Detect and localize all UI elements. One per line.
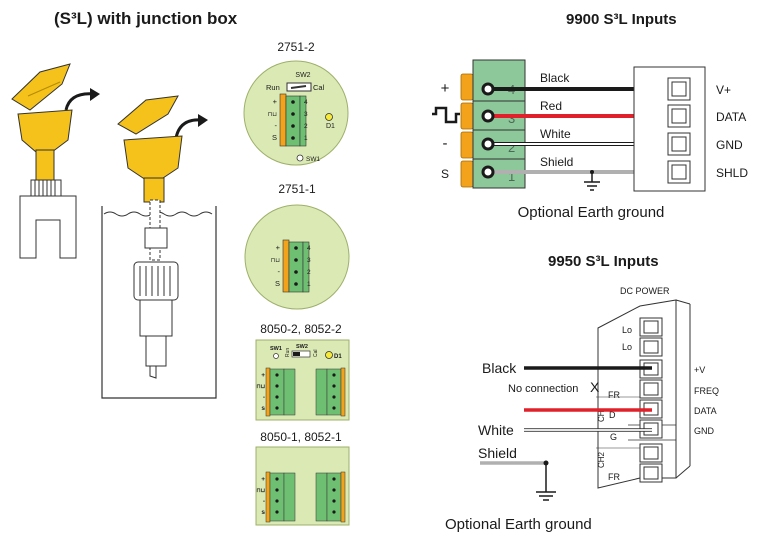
b1-pin-4: 4: [304, 99, 308, 106]
inputs-9900-title: 9900 S³L Inputs: [566, 11, 677, 28]
d1-led: [325, 113, 333, 121]
wire-label-white: White: [540, 127, 571, 141]
b3-cal-label: Cal: [313, 349, 319, 357]
b2-signal-plus: +: [276, 243, 281, 252]
no-connection-x-mark: X: [590, 379, 600, 395]
b3-d1-led: [325, 351, 333, 359]
run-label: Run: [266, 83, 280, 92]
ground-label-9900: Optional Earth ground: [518, 204, 665, 221]
terminal-9950-vplus: +V: [694, 365, 705, 375]
terminal-9950-freq: FREQ: [694, 386, 719, 396]
sw1-label: SW1: [306, 156, 320, 163]
inputs-9950-diagram: 9950 S³L Inputs DC POWER Lo Lo FR D G FR: [445, 253, 719, 533]
b2-pin-3: 3: [307, 257, 311, 264]
b3-sw1-button: [273, 353, 279, 359]
pulse-signal-icon: [432, 106, 460, 124]
board-8050-2-label: 8050-2, 8052-2: [260, 322, 342, 336]
sw2-label: SW2: [295, 72, 310, 79]
board-2751-2-label: 2751-2: [277, 40, 315, 54]
b3-d1-label: D1: [334, 354, 342, 360]
terminal-9950-data: DATA: [694, 406, 717, 416]
b2-signal-pulse: ⊓⊔: [271, 258, 281, 264]
wire-9950-label-white: White: [478, 422, 514, 438]
cal-label: Cal: [313, 83, 325, 92]
earth-ground-icon-9950: [536, 463, 556, 501]
sensor-illustration-tank: [101, 95, 217, 399]
b2-signal-minus: -: [278, 267, 281, 276]
signal-minus: -: [443, 135, 448, 152]
partial-label-lo-2: Lo: [622, 342, 632, 352]
ground-label-9950: Optional Earth ground: [445, 516, 592, 533]
b3-sw2-label: SW2: [296, 344, 308, 350]
b3-sw2-switch: [291, 350, 311, 358]
board-2751-2: 2751-2 SW2 Run Cal 4 3 2 1 + ⊓⊔ - S D1 S…: [243, 40, 349, 166]
board-2751-1-label: 2751-1: [278, 182, 316, 196]
terminal-9950-gnd: GND: [694, 426, 715, 436]
dc-power-label: DC POWER: [620, 286, 670, 296]
pin-2: 2: [508, 140, 515, 155]
b3-signal-pulse: ⊓⊔: [256, 384, 265, 390]
no-connection-label: No connection: [508, 383, 578, 395]
pin-3: 3: [508, 111, 515, 126]
wire-9950-label-shield: Shield: [478, 445, 517, 461]
b3-signal-minus: -: [263, 394, 265, 401]
b1-signal-s: S: [272, 133, 277, 142]
b2-signal-s: S: [275, 279, 280, 288]
board-8050-2-8052-2: 8050-2, 8052-2 SW1 SW2 Run Cal D1 + ⊓⊔ -…: [255, 322, 350, 421]
ch-label: CH: [597, 410, 606, 422]
b4-signal-s: s: [261, 509, 265, 516]
partial-label-fr-2: FR: [608, 472, 620, 482]
b3-signal-plus: +: [261, 372, 265, 379]
wire-label-shield: Shield: [540, 155, 573, 169]
b3-signal-s: s: [261, 405, 265, 412]
terminal-shld: SHLD: [716, 166, 748, 180]
terminal-data: DATA: [716, 110, 746, 124]
inputs-9950-title: 9950 S³L Inputs: [548, 253, 659, 270]
green-terminal-block: [472, 59, 526, 189]
b4-signal-plus: +: [261, 476, 265, 483]
b2-pin-2: 2: [307, 269, 311, 276]
b2-pin-1: 1: [307, 281, 311, 288]
pin-1: 1: [508, 169, 515, 184]
sw1-button: [296, 154, 304, 162]
b2-pin-4: 4: [307, 245, 311, 252]
earth-ground-icon-9900: [584, 172, 600, 191]
b1-pin-1: 1: [304, 135, 308, 142]
signal-plus: +: [441, 80, 450, 97]
board-2751-1: 2751-1 4 3 2 1 + ⊓⊔ - S: [244, 182, 350, 310]
inputs-9900-diagram: 9900 S³L Inputs + - S 4 3 2 1: [432, 11, 748, 221]
main-title: (S³L) with junction box: [54, 9, 238, 28]
partial-label-fr: FR: [608, 390, 620, 400]
wire-9950-label-black: Black: [482, 360, 517, 376]
wire-label-red: Red: [540, 99, 562, 113]
b3-run-label: Run: [285, 348, 291, 357]
board-8050-1-label: 8050-1, 8052-1: [260, 430, 342, 444]
b1-signal-minus: -: [275, 121, 278, 130]
partial-label-d: D: [609, 410, 616, 420]
partial-label-g: G: [610, 432, 617, 442]
b1-pin-3: 3: [304, 111, 308, 118]
terminal-gnd: GND: [716, 138, 743, 152]
d1-label: D1: [326, 123, 335, 130]
partial-label-lo-1: Lo: [622, 325, 632, 335]
b4-signal-pulse: ⊓⊔: [256, 488, 265, 494]
signal-s: S: [441, 167, 449, 181]
b3-sw1-label: SW1: [270, 346, 282, 352]
wire-label-black: Black: [540, 71, 570, 85]
ch2-label: CH2: [597, 451, 606, 468]
board-8050-1-8052-1: 8050-1, 8052-1 + ⊓⊔ - s: [255, 430, 350, 526]
b1-signal-pulse: ⊓⊔: [268, 112, 278, 118]
b4-signal-minus: -: [263, 498, 265, 505]
b1-signal-plus: +: [273, 97, 278, 106]
b1-pin-2: 2: [304, 123, 308, 130]
sensor-illustration-left: [11, 63, 100, 259]
terminal-vplus: V+: [716, 83, 731, 97]
